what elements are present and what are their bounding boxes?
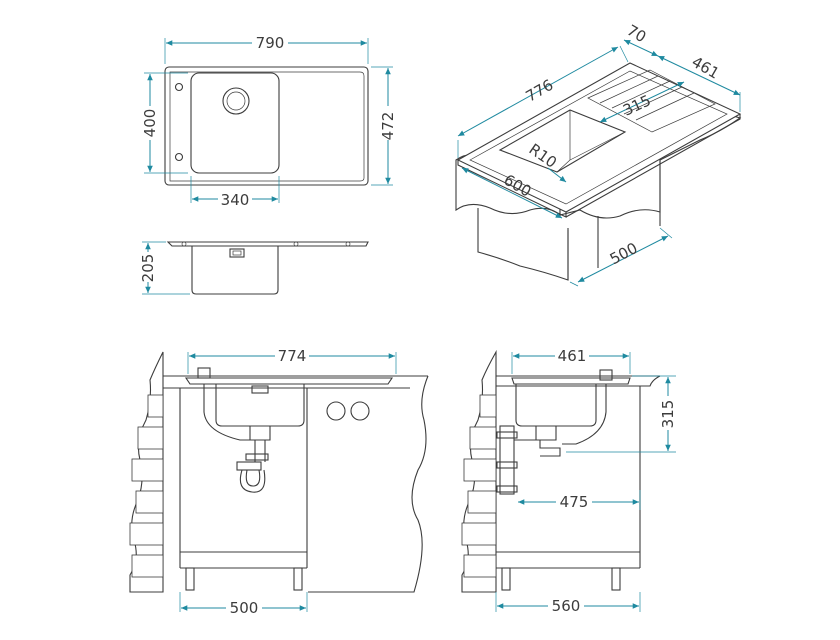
dim-top-depth: 472 (379, 112, 397, 141)
drain-outer-icon (222, 87, 250, 115)
dim-bowl-width: 340 (221, 191, 250, 209)
dim-front-cabinet: 500 (230, 599, 259, 617)
isometric-view: 776 70 461 315 R10 600 500 (455, 21, 742, 287)
dim-iso-edge: 70 (624, 21, 650, 46)
top-view: 790 472 400 340 (141, 34, 397, 209)
dim-side-height: 205 (139, 254, 157, 283)
dim-iso-cabinet-width: 500 (607, 239, 641, 268)
dim-bowl-depth: 400 (141, 109, 159, 138)
dim-section-depth: 461 (558, 347, 587, 365)
drain-inner-icon (226, 91, 246, 111)
tap-hole-icon (174, 82, 184, 92)
dim-iso-length: 776 (523, 76, 557, 106)
dim-top-width: 790 (256, 34, 285, 52)
section-view: 461 315 475 560 (461, 347, 677, 615)
dim-section-cabinet: 560 (552, 597, 581, 615)
side-profile-view: 205 (139, 241, 369, 295)
dim-front-cutout: 774 (278, 347, 307, 365)
front-installation-view: 774 500 (129, 347, 429, 617)
overflow-hole-icon (174, 152, 184, 162)
dim-section-offset: 475 (560, 493, 589, 511)
dim-section-height: 315 (659, 400, 677, 429)
